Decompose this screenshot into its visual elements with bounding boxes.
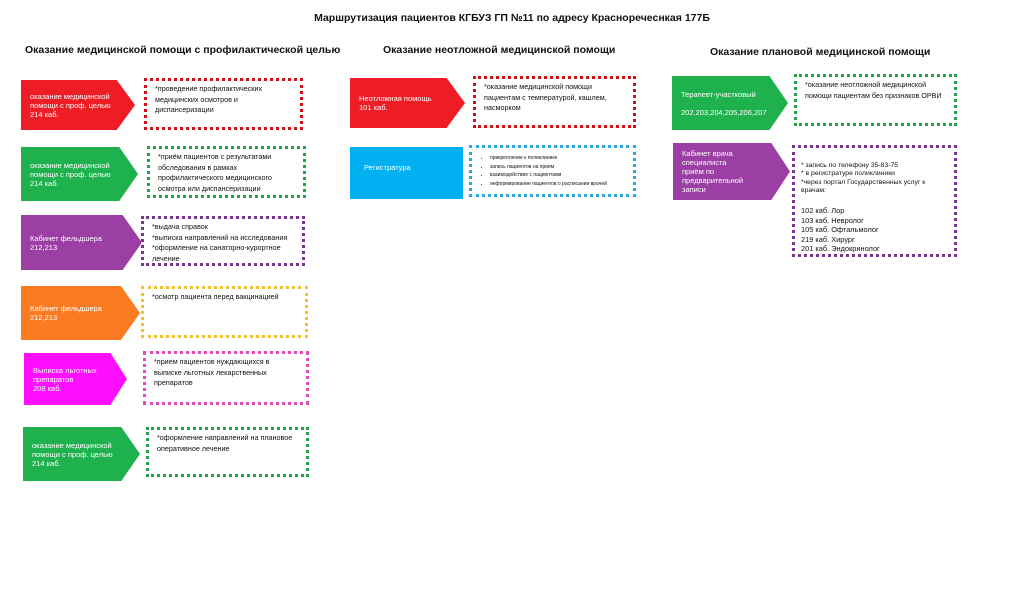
desc-therapist: *оказание неотложной медицинской помощи … — [794, 74, 957, 126]
arrow-label: Терапевт-участковый 202,203,204,205,206,… — [681, 89, 767, 117]
arrow-feldsher-1: Кабинет фельдшера 212,213 — [21, 215, 142, 270]
desc-exam-results: *приём пациентов с результатами обследов… — [147, 146, 306, 198]
column-heading-urgent: Оказание неотложной медицинской помощи — [383, 44, 616, 56]
desc-prof-exams: *проведение профилактических медицинских… — [144, 78, 303, 130]
desc-surgery-referral: *оформление направлений на плановое опер… — [146, 427, 309, 477]
desc-urgent-care: *оказание медицинской помощи пациентам с… — [473, 76, 636, 128]
arrow-therapist: Терапевт-участковый 202,203,204,205,206,… — [672, 76, 788, 130]
arrow-label: Регистратура — [364, 163, 411, 172]
arrow-preferential-drugs: Выписка льготных препаратов 208 каб. — [24, 353, 127, 405]
arrow-label: Неотложная помощь 101 каб. — [359, 94, 432, 112]
arrow-label: оказание медицинской помощи с проф. цель… — [32, 440, 113, 468]
list-item: взаимодействие с пациентами — [490, 171, 627, 180]
desc-registry: прикрепление к поликлинике запись пациен… — [469, 145, 636, 197]
specialist-rooms: 102 каб. Лор 103 каб. Невролог 105 каб. … — [801, 206, 880, 253]
column-heading-planned: Оказание плановой медицинской помощи — [710, 46, 931, 58]
column-heading-prophylactic: Оказание медицинской помощи с профилакти… — [25, 44, 341, 56]
arrow-label: оказание медицинской помощи с проф. цель… — [30, 160, 111, 188]
arrow-label: Кабинет фельдшера 212,213 — [30, 233, 102, 252]
arrow-label: Кабинет фельдшера 212,213 — [30, 304, 102, 322]
list-item: прикрепление к поликлинике — [490, 154, 627, 163]
arrow-label: оказание медицинской помощи с проф. цель… — [30, 91, 111, 119]
arrow-specialist: Кабинет врача специалиста приём по предв… — [673, 143, 790, 200]
desc-specialist: * запись по телефону 35-83-75 * в регист… — [792, 145, 957, 257]
registry-box: Регистратура — [350, 147, 463, 199]
desc-vaccination-exam: *осмотр пациента перед вакцинацией — [141, 286, 308, 338]
page-title: Маршрутизация пациентов КГБУЗ ГП №11 по … — [314, 12, 710, 24]
arrow-prof-care-1: оказание медицинской помощи с проф. цель… — [21, 80, 135, 130]
registry-list: прикрепление к поликлинике запись пациен… — [482, 154, 627, 188]
arrow-label: Выписка льготных препаратов 208 каб. — [33, 365, 97, 393]
desc-preferential-drugs: *прием пациентов нуждающихся в выписке л… — [143, 351, 309, 405]
desc-feldsher-services: *выдача справок *выписка направлений на … — [141, 216, 305, 266]
list-item: запись пациентов на прием — [490, 163, 627, 172]
list-item: информирование пациентов о расписании вр… — [490, 180, 627, 189]
arrow-prof-care-2: оказание медицинской помощи с проф. цель… — [21, 147, 138, 201]
arrow-urgent-care: Неотложная помощь 101 каб. — [350, 78, 465, 128]
appointment-methods: * запись по телефону 35-83-75 * в регист… — [801, 161, 926, 195]
arrow-feldsher-2: Кабинет фельдшера 212,213 — [21, 286, 140, 340]
arrow-label: Кабинет врача специалиста приём по предв… — [682, 149, 744, 194]
arrow-prof-care-3: оказание медицинской помощи с проф. цель… — [23, 427, 140, 481]
